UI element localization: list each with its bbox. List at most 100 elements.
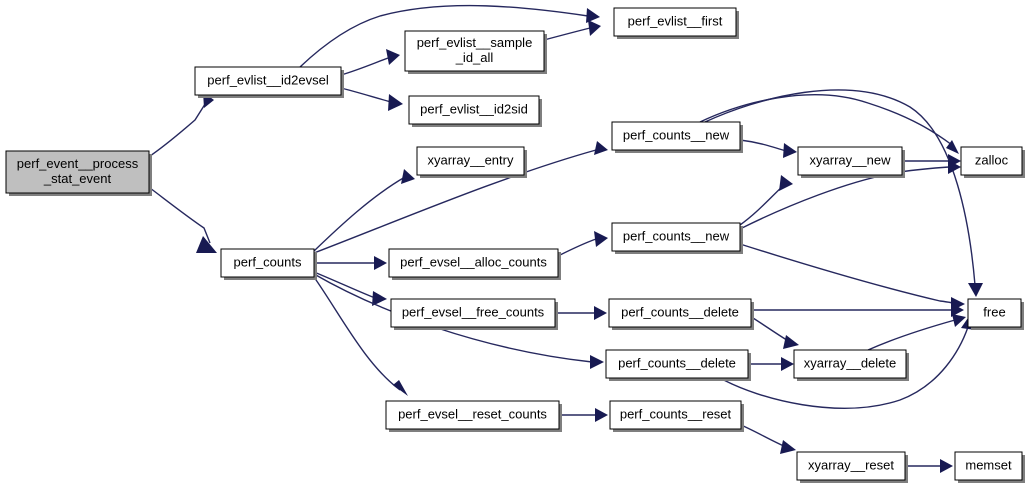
edge-line bbox=[739, 139, 787, 152]
graph-node-perf-counts--delete[interactable]: perf_counts__delete bbox=[605, 349, 751, 381]
node-box[interactable] bbox=[5, 150, 150, 194]
edge-n15-to-n16 bbox=[867, 314, 966, 351]
edge-line bbox=[313, 271, 376, 299]
node-label: _stat_event bbox=[43, 171, 112, 186]
graph-node-perf-event--process--stat-event[interactable]: perf_event__process_stat_event bbox=[5, 150, 152, 196]
graph-node-xyarray--entry[interactable]: xyarray__entry bbox=[416, 146, 527, 178]
graph-node-xyarray--delete[interactable]: xyarray__delete bbox=[793, 349, 909, 381]
edge-n10-to-n8 bbox=[739, 175, 793, 226]
graph-node-perf-counts--new[interactable]: perf_counts__new bbox=[611, 222, 743, 254]
graph-node-zalloc[interactable]: zalloc bbox=[960, 146, 1025, 178]
graph-node-perf-counts--reset[interactable]: perf_counts__reset bbox=[609, 400, 744, 432]
node-box[interactable] bbox=[608, 298, 752, 328]
node-label: free bbox=[983, 304, 1005, 319]
graph-node-xyarray--reset[interactable]: xyarray__reset bbox=[796, 451, 908, 483]
node-box[interactable] bbox=[960, 146, 1023, 176]
node-box[interactable] bbox=[797, 146, 903, 176]
graph-node-perf-evsel--alloc-counts[interactable]: perf_evsel__alloc_counts bbox=[388, 248, 561, 280]
edge-line bbox=[340, 57, 389, 76]
graph-node-perf-counts--new[interactable]: perf_counts__new bbox=[611, 121, 743, 153]
node-label: perf_counts__delete bbox=[621, 304, 739, 319]
node-label: perf_evsel__free_counts bbox=[402, 304, 545, 319]
node-box[interactable] bbox=[416, 146, 525, 176]
graph-node-perf-counts--delete[interactable]: perf_counts__delete bbox=[608, 298, 754, 330]
arrowhead-icon bbox=[595, 408, 608, 422]
edge-line bbox=[557, 238, 597, 257]
arrowhead-icon bbox=[780, 440, 796, 454]
edge-line bbox=[704, 89, 976, 286]
arrowhead-icon bbox=[590, 355, 604, 369]
graph-node-perf-evlist--sample--id-all[interactable]: perf_evlist__sample_id_all bbox=[404, 30, 547, 74]
arrowhead-icon bbox=[946, 140, 959, 154]
node-box[interactable] bbox=[385, 400, 560, 430]
node-box[interactable] bbox=[609, 400, 742, 430]
edge-n2-to-n3 bbox=[543, 20, 601, 41]
node-box[interactable] bbox=[605, 349, 749, 379]
edge-n18-to-n19 bbox=[740, 424, 796, 454]
arrowhead-icon bbox=[594, 141, 608, 155]
node-label: xyarray__delete bbox=[804, 355, 897, 370]
edge-n11-to-n10 bbox=[557, 231, 608, 257]
edge-n5-to-n6 bbox=[313, 169, 415, 252]
node-box[interactable] bbox=[611, 121, 741, 151]
graph-node-xyarray--new[interactable]: xyarray__new bbox=[797, 146, 905, 178]
graph-node-perf-evlist--first[interactable]: perf_evlist__first bbox=[613, 7, 739, 39]
node-box[interactable] bbox=[796, 451, 906, 481]
node-label: xyarray__reset bbox=[808, 457, 894, 472]
node-box[interactable] bbox=[793, 349, 907, 379]
node-label: perf_counts__reset bbox=[620, 406, 732, 421]
graph-node-perf-evlist--id2sid[interactable]: perf_evlist__id2sid bbox=[408, 95, 542, 127]
graph-node-perf-evsel--free-counts[interactable]: perf_evsel__free_counts bbox=[390, 298, 558, 330]
node-box[interactable] bbox=[408, 95, 540, 125]
node-label: _id_all bbox=[455, 50, 494, 65]
edge-line bbox=[543, 27, 591, 41]
node-label: perf_evlist__sample bbox=[417, 35, 533, 50]
arrowhead-icon bbox=[940, 459, 953, 473]
node-box[interactable] bbox=[611, 222, 741, 252]
node-box[interactable] bbox=[967, 298, 1022, 328]
node-box[interactable] bbox=[390, 298, 556, 328]
node-box[interactable] bbox=[194, 66, 342, 96]
arrowhead-icon bbox=[783, 335, 799, 349]
edge-n1-to-n3 bbox=[299, 4, 600, 68]
edge-n5-to-n12 bbox=[313, 271, 387, 306]
graph-node-perf-evsel--reset-counts[interactable]: perf_evsel__reset_counts bbox=[385, 400, 562, 432]
node-box[interactable] bbox=[954, 451, 1023, 481]
edges-layer bbox=[149, 4, 983, 473]
node-label: xyarray__new bbox=[810, 152, 892, 167]
node-box[interactable] bbox=[404, 30, 545, 72]
edge-n10-to-n16 bbox=[739, 243, 965, 311]
node-box[interactable] bbox=[388, 248, 559, 278]
arrowhead-icon bbox=[951, 303, 964, 317]
arrowhead-icon bbox=[952, 314, 966, 327]
node-box[interactable] bbox=[220, 248, 315, 278]
node-box[interactable] bbox=[613, 7, 737, 37]
node-label: perf_evlist__id2evsel bbox=[207, 72, 329, 87]
graph-node-free[interactable]: free bbox=[967, 298, 1024, 330]
edge-n1-to-n4 bbox=[340, 87, 403, 111]
edge-line bbox=[740, 424, 787, 448]
edge-n5-to-n11 bbox=[314, 256, 387, 270]
edge-n1-to-n2 bbox=[340, 49, 400, 76]
arrowhead-icon bbox=[781, 357, 794, 371]
arrowhead-icon bbox=[372, 291, 387, 306]
arrowhead-icon bbox=[196, 236, 217, 253]
graph-node-perf-counts[interactable]: perf_counts bbox=[220, 248, 317, 280]
arrowhead-icon bbox=[386, 49, 400, 65]
edge-line bbox=[149, 187, 211, 244]
edge-line bbox=[313, 149, 597, 254]
edge-n7-to-n16 bbox=[704, 89, 983, 297]
edge-line bbox=[739, 243, 955, 305]
edge-n12-to-n13 bbox=[555, 306, 607, 320]
arrowhead-icon bbox=[401, 169, 415, 184]
edge-n14-to-n15 bbox=[748, 357, 794, 371]
graph-node-perf-evlist--id2evsel[interactable]: perf_evlist__id2evsel bbox=[194, 66, 344, 98]
graph-node-memset[interactable]: memset bbox=[954, 451, 1025, 483]
edge-line bbox=[699, 93, 953, 146]
edge-line bbox=[313, 176, 406, 252]
arrowhead-icon bbox=[594, 306, 607, 320]
edge-n0-to-n1 bbox=[149, 92, 214, 157]
node-label: perf_evlist__first bbox=[628, 13, 723, 28]
